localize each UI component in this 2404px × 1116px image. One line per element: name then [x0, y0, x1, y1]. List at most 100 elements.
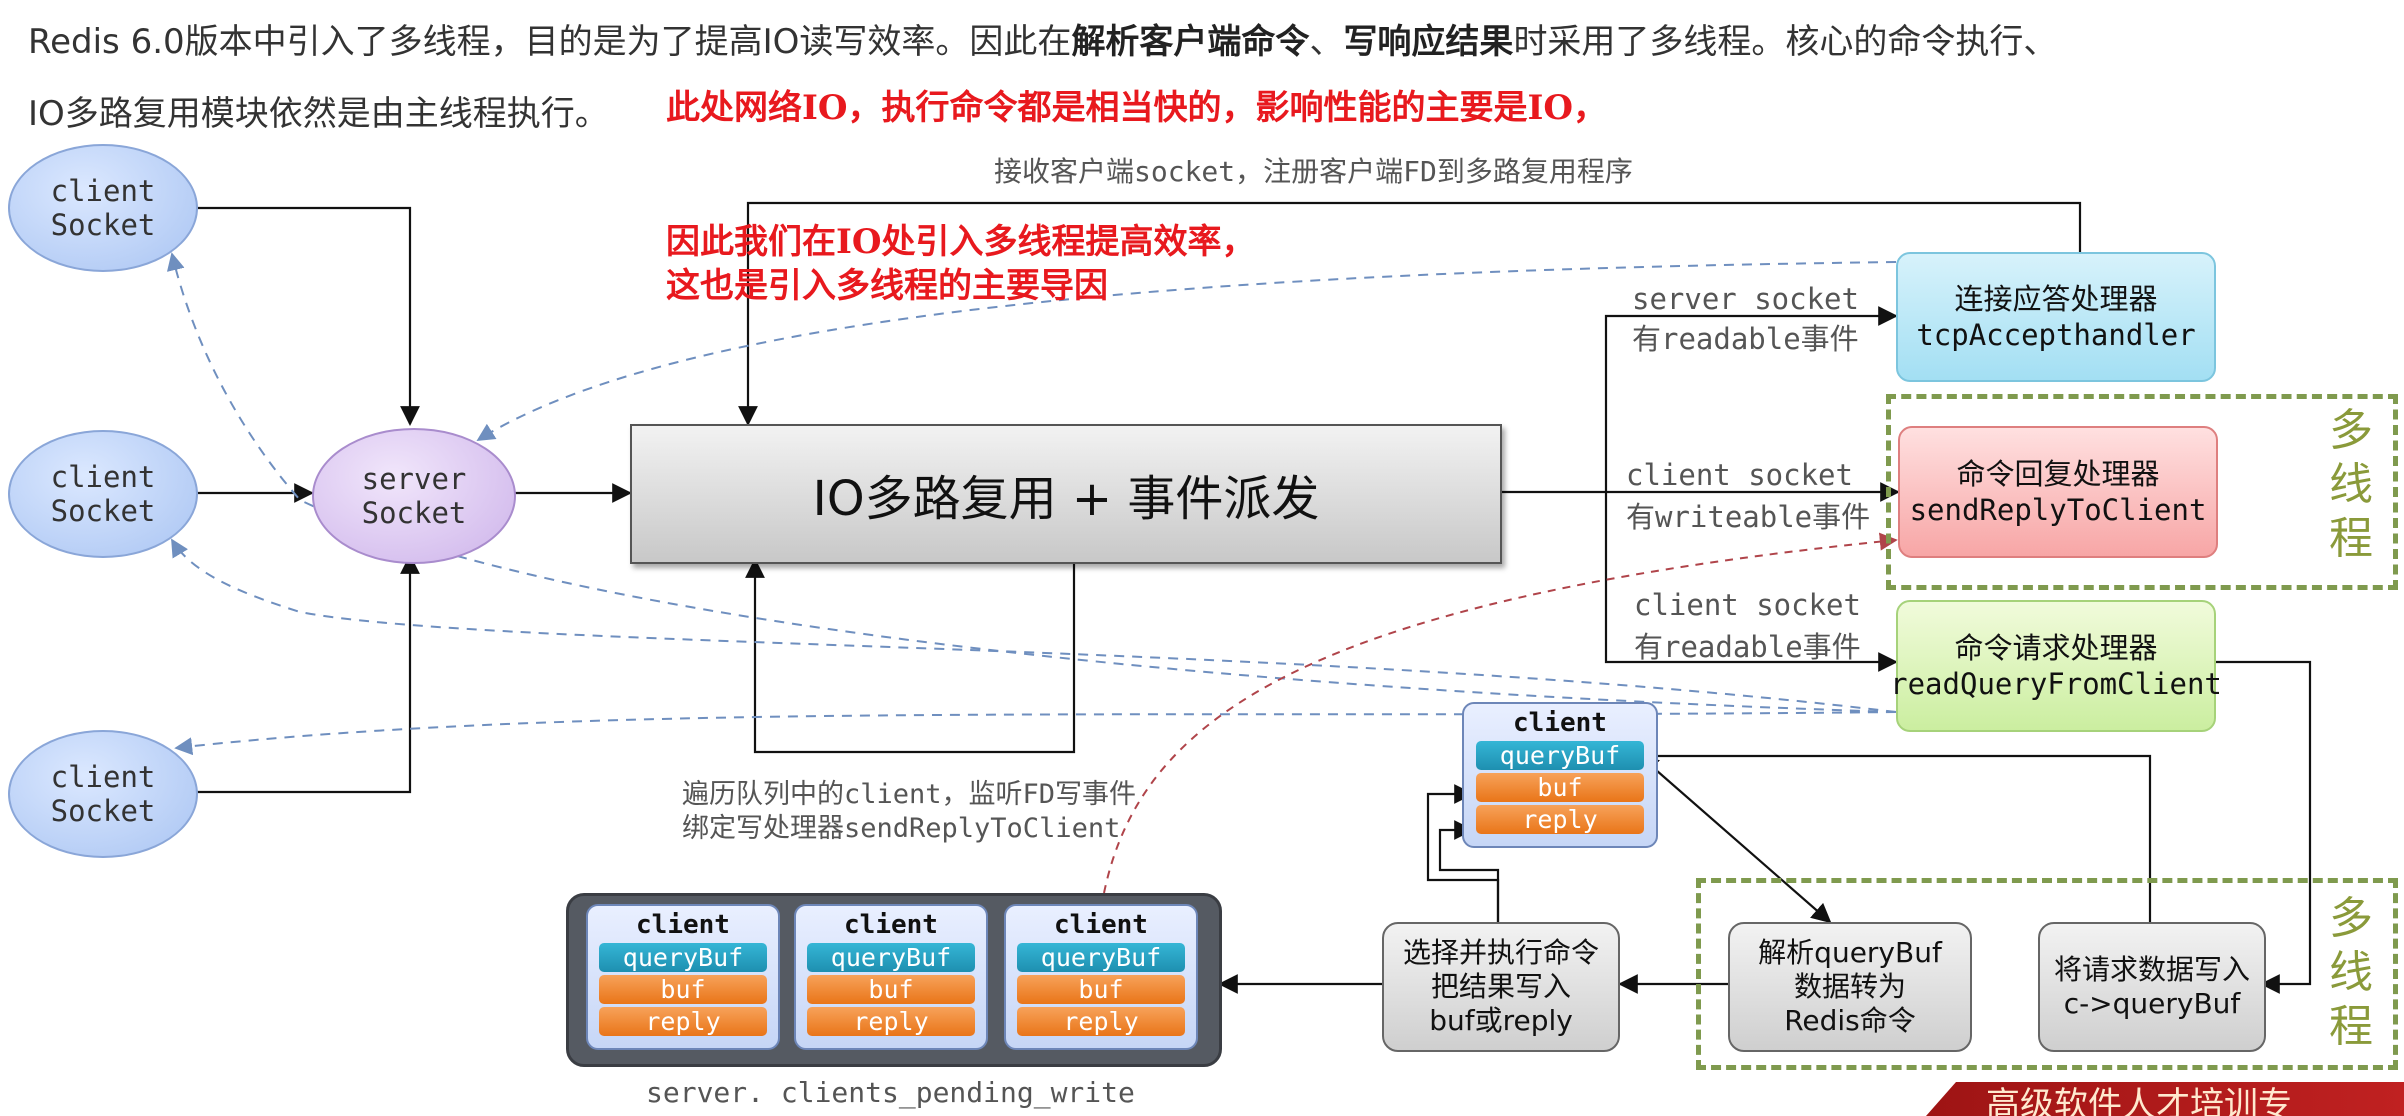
annotation-red-1: 此处网络IO，执行命令都是相当快的，影响性能的主要是IO， [666, 88, 1608, 128]
step-write-line2: c->queryBuf [2063, 987, 2241, 1020]
label-client-read-1: client socket [1634, 588, 1861, 622]
step-parse-line2: 数据转为 [1793, 970, 1906, 1003]
server-socket: server Socket [312, 428, 516, 564]
accept-handler-en: tcpAccepthandler [1916, 318, 2196, 352]
queue-client-3-reply: reply [1017, 1007, 1185, 1036]
accept-handler: 连接应答处理器 tcpAccepthandler [1896, 252, 2216, 382]
step-exec-line2: 把结果写入 [1430, 970, 1571, 1003]
dash-read-client-b [171, 538, 1897, 713]
client-socket-a-line2: Socket [50, 208, 156, 242]
queue-client-3-querybuf: queryBuf [1017, 943, 1185, 972]
step-exec-line1: 选择并执行命令 [1402, 936, 1599, 969]
client-socket-c-line1: client [50, 760, 156, 794]
client-socket-a: client Socket [8, 144, 198, 272]
multi-char-2: 线 [2329, 459, 2373, 510]
queue-client-3-title: client [1054, 910, 1148, 940]
reply-handler-cn: 命令回复处理器 [1956, 457, 2160, 491]
label-pending-write: server. clients_pending_write [646, 1076, 1135, 1109]
conn-client-a-server [196, 206, 420, 426]
intro-bold-write: 写响应结果 [1343, 22, 1514, 62]
client-struct-title: client [1513, 708, 1607, 738]
queue-client-1-reply: reply [599, 1007, 767, 1036]
step-exec-line3: buf或reply [1429, 1004, 1573, 1037]
step-parse-line3: Redis命令 [1784, 1004, 1916, 1037]
client-socket-a-line1: client [50, 174, 156, 208]
conn-mux-loop [745, 558, 1076, 754]
dash-read-client-a [166, 252, 1897, 713]
conn-querybuf-parse [1638, 754, 1832, 924]
intro-text-3: 时采用了多线程。核心的命令执行、 [1513, 22, 2058, 62]
multithread-group-read [1696, 878, 2398, 1070]
brand-banner: 高级软件人才培训专 [1926, 1082, 2404, 1116]
queue-client-3: client queryBuf buf reply [1004, 904, 1198, 1050]
read-handler-cn: 命令请求处理器 [1954, 631, 2158, 665]
dash-queue-reply [1103, 532, 1898, 894]
label-client-write-1: client socket [1626, 458, 1853, 492]
step-write-line1: 将请求数据写入 [2053, 953, 2250, 986]
multithread-label-read: 多 线 程 [2326, 892, 2376, 1054]
multi-char-6: 程 [2329, 1001, 2373, 1052]
client-socket-b-line1: client [50, 460, 156, 494]
multi-char-1: 多 [2329, 405, 2373, 456]
conn-client-c-server [196, 554, 420, 794]
field-buf: buf [1475, 773, 1645, 802]
queue-client-2-title: client [844, 910, 938, 940]
label-traverse-2: 绑定写处理器sendReplyToClient [682, 813, 1121, 844]
label-client-read-2: 有readable事件 [1634, 630, 1861, 664]
queue-client-1-querybuf: queryBuf [599, 943, 767, 972]
server-socket-line2: Socket [361, 496, 467, 530]
multi-char-4: 多 [2329, 893, 2373, 944]
label-server-socket-2: 有readable事件 [1632, 322, 1859, 356]
client-struct-main: client queryBuf buf reply [1462, 702, 1658, 848]
intro-text-2: 、 [1309, 22, 1344, 62]
conn-mux-accept [1604, 306, 1898, 492]
multithread-label-reply: 多 线 程 [2326, 404, 2376, 566]
queue-client-2-buf: buf [807, 975, 975, 1004]
intro-line-2: IO多路复用模块依然是由主线程执行。 [28, 86, 609, 135]
client-socket-c: client Socket [8, 730, 198, 858]
annotation-red-3: 这也是引入多线程的主要导因 [666, 266, 1108, 306]
client-socket-b: client Socket [8, 430, 198, 558]
step-write-querybuf: 将请求数据写入 c->queryBuf [2038, 922, 2266, 1052]
multi-char-5: 线 [2329, 947, 2373, 998]
accept-handler-cn: 连接应答处理器 [1954, 282, 2158, 316]
annotation-red-2: 因此我们在IO处引入多线程提高效率， [666, 222, 1256, 262]
intro-text-1: Redis 6.0版本中引入了多线程，目的是为了提高IO读写效率。因此在 [28, 22, 1072, 62]
queue-client-1-title: client [636, 910, 730, 940]
conn-mux-read [1604, 492, 1898, 672]
label-server-socket-1: server socket [1632, 282, 1859, 316]
read-handler-en: readQueryFromClient [1890, 667, 2222, 701]
server-socket-line1: server [361, 462, 467, 496]
queue-client-1: client queryBuf buf reply [586, 904, 780, 1050]
dash-accept-server [476, 261, 1897, 441]
step-parse-line1: 解析queryBuf [1758, 936, 1942, 969]
label-traverse-1: 遍历队列中的client，监听FD写事件 [682, 779, 1137, 810]
queue-client-2: client queryBuf buf reply [794, 904, 988, 1050]
field-querybuf: queryBuf [1475, 741, 1645, 770]
step-parse-command: 解析queryBuf 数据转为 Redis命令 [1728, 922, 1972, 1052]
queue-client-3-buf: buf [1017, 975, 1185, 1004]
label-accept-top: 接收客户端socket，注册客户端FD到多路复用程序 [994, 155, 1633, 188]
conn-read-write [2212, 660, 2312, 994]
io-multiplexer-box: IO多路复用 + 事件派发 [630, 424, 1502, 564]
intro-text-4: IO多路复用模块依然是由主线程执行。 [28, 94, 609, 134]
label-client-write-2: 有writeable事件 [1626, 500, 1871, 534]
multi-char-3: 程 [2329, 513, 2373, 564]
reply-handler: 命令回复处理器 sendReplyToClient [1898, 426, 2218, 558]
step-execute-command: 选择并执行命令 把结果写入 buf或reply [1382, 922, 1620, 1052]
field-reply: reply [1475, 805, 1645, 834]
client-socket-c-line2: Socket [50, 794, 156, 828]
read-handler: 命令请求处理器 readQueryFromClient [1890, 600, 2222, 732]
conn-accept-mux [738, 201, 2082, 426]
queue-client-2-reply: reply [807, 1007, 975, 1036]
queue-client-1-buf: buf [599, 975, 767, 1004]
io-multiplexer-label: IO多路复用 + 事件派发 [812, 471, 1320, 527]
conn-exec-reply [1438, 820, 1500, 922]
intro-bold-parse: 解析客户端命令 [1071, 22, 1310, 62]
intro-line-1: Redis 6.0版本中引入了多线程，目的是为了提高IO读写效率。因此在解析客户… [28, 14, 2057, 63]
multithread-group-reply [1886, 394, 2398, 590]
queue-client-2-querybuf: queryBuf [807, 943, 975, 972]
client-socket-b-line2: Socket [50, 494, 156, 528]
reply-handler-en: sendReplyToClient [1909, 493, 2207, 527]
